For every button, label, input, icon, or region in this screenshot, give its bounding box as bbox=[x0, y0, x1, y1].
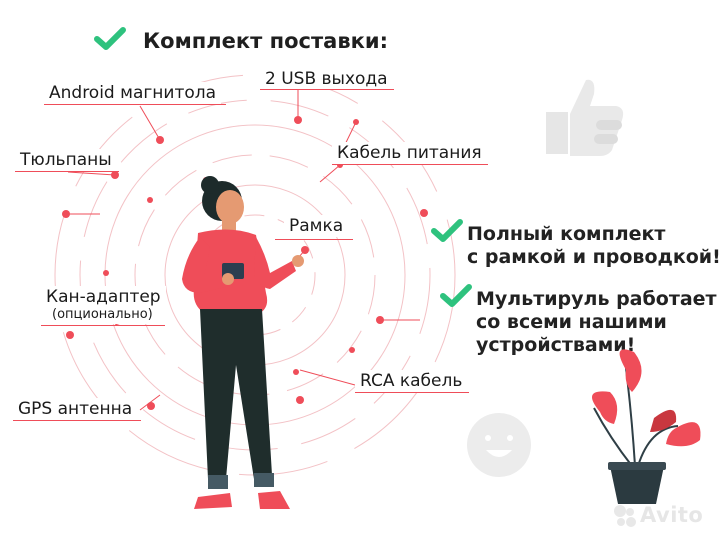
thumbs-up-icon bbox=[546, 79, 624, 156]
item-usb-outputs: 2 USB выхода bbox=[260, 68, 393, 90]
item-underline bbox=[44, 104, 226, 105]
avito-logo bbox=[614, 505, 636, 527]
item-underline bbox=[41, 325, 165, 326]
plant-illustration bbox=[592, 349, 701, 504]
benefit-multiwheel: Мультируль работает со всеми нашими устр… bbox=[476, 288, 717, 357]
benefit-check-icon bbox=[440, 283, 472, 313]
item-gps-antenna: GPS антенна bbox=[13, 398, 138, 420]
benefit-full-kit: Полный комплект с рамкой и проводкой! bbox=[467, 223, 720, 269]
benefit-line: Полный комплект bbox=[467, 223, 666, 245]
item-rca-tulips: Тюльпаны bbox=[15, 149, 117, 171]
heading-check-icon bbox=[94, 26, 126, 56]
avito-watermark: Avito bbox=[640, 503, 704, 527]
benefit-line: с рамкой и проводкой! bbox=[467, 246, 720, 268]
benefit-line: со всеми нашими bbox=[476, 311, 667, 333]
benefit-line: Мультируль работает bbox=[476, 288, 717, 310]
item-can-adapter-note: (опционально) bbox=[52, 307, 153, 322]
item-underline bbox=[275, 239, 353, 240]
item-underline bbox=[13, 420, 141, 421]
item-can-adapter-label: Кан-адаптер bbox=[46, 287, 161, 307]
item-power-cable: Кабель питания bbox=[332, 142, 487, 164]
benefit-check-icon bbox=[431, 218, 463, 248]
item-underline bbox=[355, 392, 469, 393]
item-can-adapter: Кан-адаптер (опционально) bbox=[41, 286, 166, 324]
item-underline bbox=[260, 89, 394, 90]
benefit-line: устройствами! bbox=[476, 334, 636, 356]
page-title: Комплект поставки: bbox=[143, 29, 389, 53]
item-android-head-unit: Android магнитола bbox=[44, 82, 222, 104]
item-rca-cable: RCA кабель bbox=[355, 370, 468, 392]
item-frame: Рамка bbox=[284, 215, 349, 237]
woman-illustration bbox=[182, 176, 304, 509]
item-underline bbox=[15, 171, 119, 172]
smiley-icon bbox=[467, 413, 531, 477]
item-underline bbox=[332, 164, 488, 165]
